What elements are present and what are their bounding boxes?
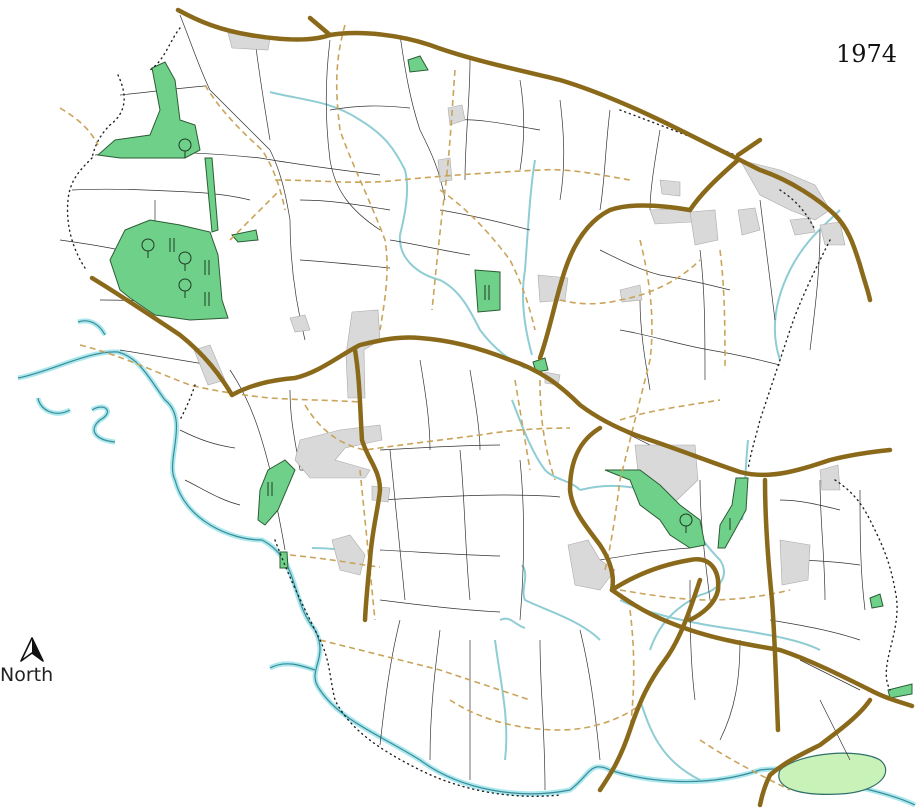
tree-icon [141, 138, 731, 533]
river [17, 318, 917, 808]
lake [778, 752, 887, 795]
main-roads [89, 7, 915, 808]
built-up-areas [193, 32, 846, 591]
north-label: North [0, 664, 54, 686]
parish-boundary [66, 27, 898, 797]
north-arrow-icon [20, 637, 44, 662]
field-boundaries [59, 14, 866, 791]
tracks [59, 24, 791, 791]
year-label: 1974 [836, 40, 898, 68]
woodland [96, 55, 913, 699]
